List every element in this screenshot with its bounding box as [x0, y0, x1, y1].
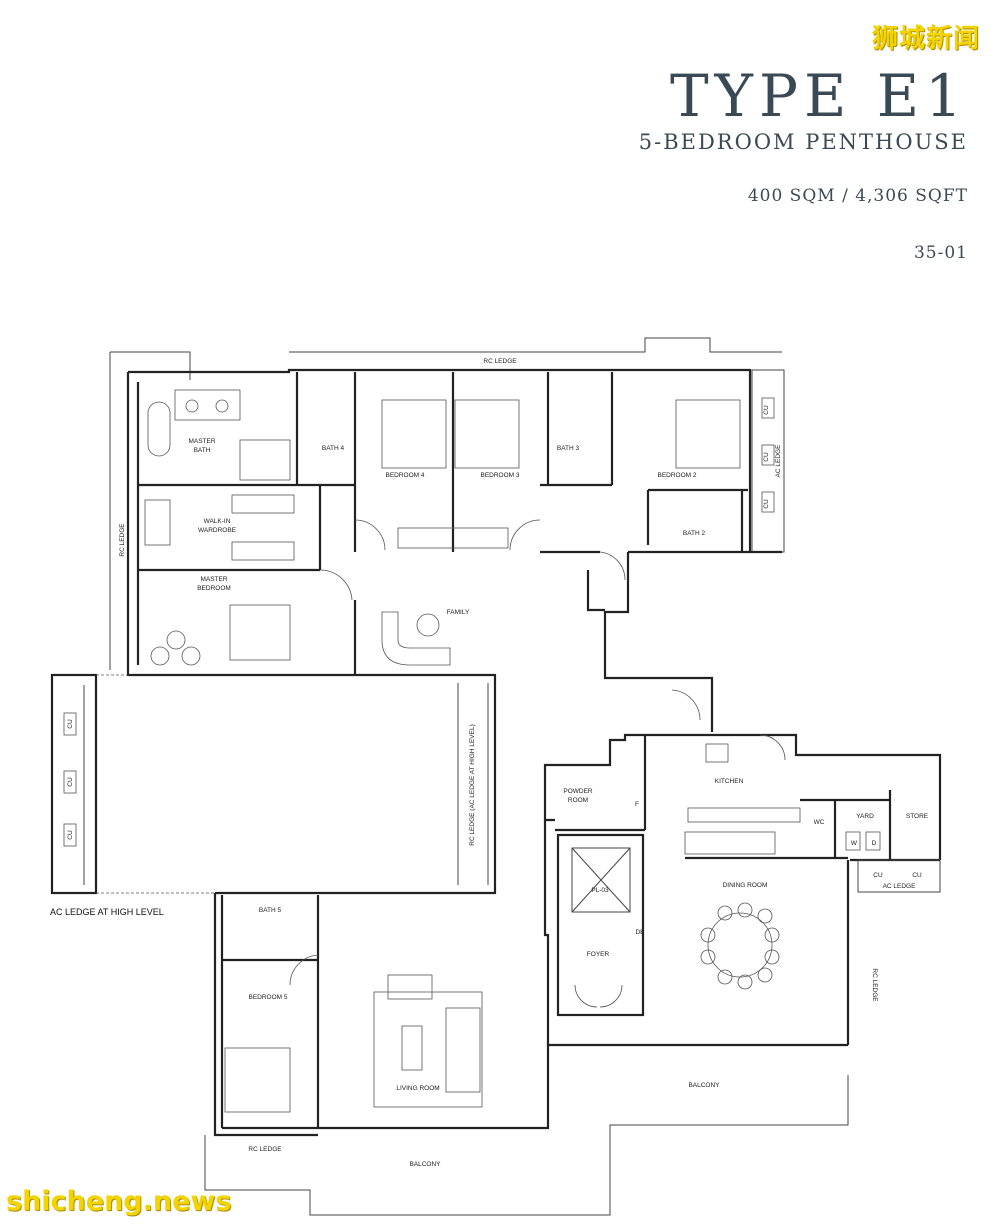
label-yard: YARD [856, 813, 874, 820]
label-rc-ledge-right: RC LEDGE [871, 968, 878, 1002]
cu-label: CU [67, 777, 74, 787]
label-db: DB [635, 929, 644, 936]
label-bedroom3: BEDROOM 3 [480, 472, 519, 479]
label-bedroom5: BEDROOM 5 [248, 994, 287, 1001]
label-kitchen: KITCHEN [715, 778, 744, 785]
label-bath5: BATH 5 [259, 907, 282, 914]
cu-label: CU [912, 872, 922, 879]
unit-type-title: TYPE E1 [669, 62, 968, 130]
cu-label: CU [67, 719, 74, 729]
label-bath3: BATH 3 [557, 445, 580, 452]
label-living-room: LIVING ROOM [396, 1085, 439, 1092]
label-rc-ledge-top: RC LEDGE [483, 358, 517, 365]
label-wc: WC [814, 819, 825, 826]
cu-label: CU [873, 872, 883, 879]
label-bath4: BATH 4 [322, 445, 345, 452]
cu-label: CU [763, 499, 770, 509]
label-ac-ledge-bottom: AC LEDGE [883, 883, 917, 890]
label-family: FAMILY [447, 609, 470, 616]
cu-label: CU [67, 830, 74, 840]
label-f: F [635, 801, 639, 808]
label-rc-ledge-bottom: RC LEDGE [248, 1146, 282, 1153]
label-ac-ledge-high: AC LEDGE AT HIGH LEVEL [50, 907, 164, 917]
upper-wing-walls [109, 337, 785, 732]
lower-wing-walls [204, 733, 942, 1216]
door-swings [289, 519, 786, 1008]
cu-label: CU [763, 452, 770, 462]
label-bath2: BATH 2 [683, 530, 706, 537]
watermark-top: 狮城新闻 [871, 24, 980, 54]
furniture [144, 389, 881, 1113]
label-ac-ledge-right: AC LEDGE [775, 444, 782, 478]
label-bedroom4: BEDROOM 4 [385, 472, 424, 479]
cu-label: CU [763, 405, 770, 415]
watermark-bottom: shicheng.news [6, 1186, 232, 1217]
label-pl03: PL-03 [591, 887, 609, 894]
label-rc-ledge-left: RC LEDGE [119, 523, 126, 557]
label-balcony-bottom: BALCONY [409, 1161, 441, 1168]
label-w: W [851, 840, 858, 847]
unit-area: 400 SQM / 4,306 SQFT [747, 186, 968, 206]
label-d: D [872, 840, 877, 847]
mid-rc-ledge [215, 673, 497, 895]
label-foyer: FOYER [587, 951, 610, 958]
label-store: STORE [906, 813, 929, 820]
label-rc-ledge-mid: RC LEDGE (AC LEDGE AT HIGH LEVEL) [469, 724, 476, 846]
unit-subtitle: 5-BEDROOM PENTHOUSE [638, 130, 968, 154]
label-bedroom2: BEDROOM 2 [657, 472, 696, 479]
label-balcony-right: BALCONY [688, 1082, 720, 1089]
left-ac-ledge [50, 673, 215, 895]
cu-labels: CU CU CU CU CU CU CU CU [67, 405, 922, 879]
label-dining-room: DINING ROOM [723, 882, 768, 889]
unit-number: 35-01 [913, 243, 968, 263]
